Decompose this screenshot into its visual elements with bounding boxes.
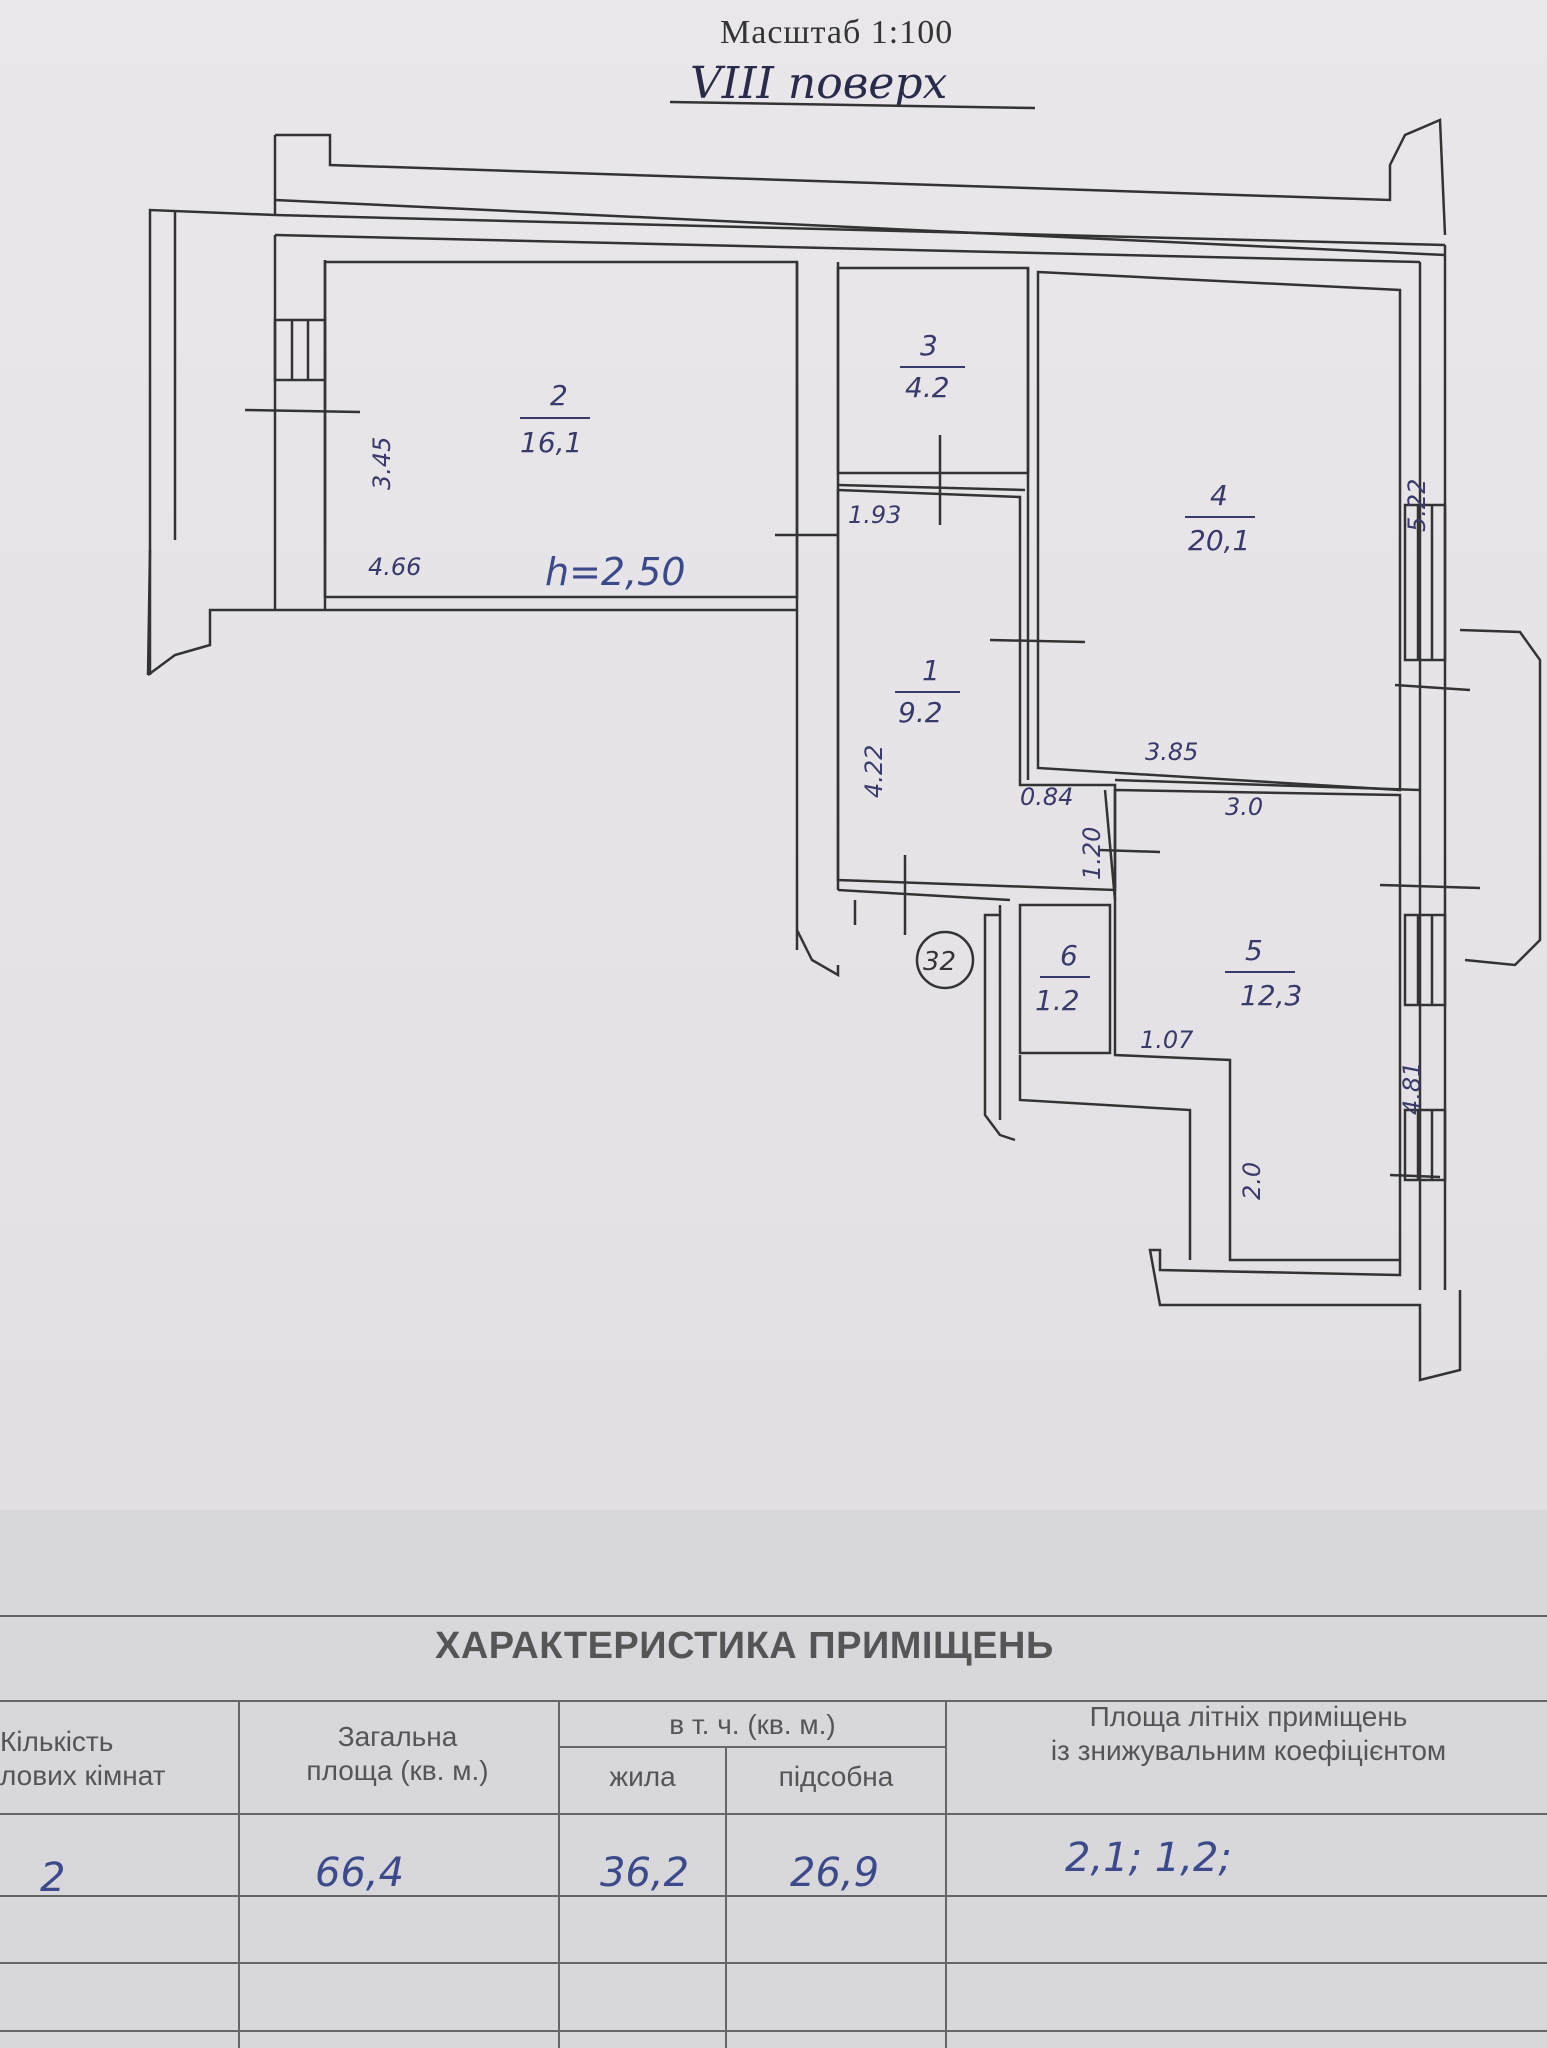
room-2-area: 16,1	[520, 426, 582, 459]
dim-1-93: 1.93	[848, 501, 901, 529]
room-3: 3 4.2	[900, 329, 965, 404]
room-6: 6 1.2	[1035, 939, 1090, 1017]
table-title: ХАРАКТЕРИСТИКА ПРИМІЩЕНЬ	[435, 1625, 1054, 1667]
dim-0-84: 0.84	[1020, 783, 1073, 811]
value-total-area: 66,4	[315, 1850, 405, 1896]
dim-1-20: 1.20	[1078, 827, 1106, 880]
room-6-number: 6	[1060, 939, 1078, 972]
apartment-number-circle	[915, 930, 975, 990]
dim-1-07: 1.07	[1140, 1026, 1194, 1054]
characteristics-table	[0, 1510, 1547, 2048]
room-3-number: 3	[920, 329, 938, 362]
room-3-area: 4.2	[905, 371, 950, 404]
dim-4-22: 4.22	[860, 745, 888, 798]
header-incl: в т. ч. (кв. м.)	[669, 1709, 836, 1740]
apartment-number: 32	[923, 947, 956, 977]
header-total-area: Загальна площа (кв. м.)	[306, 1721, 489, 1786]
room-1: 1 9.2	[895, 654, 960, 729]
value-rooms: 2	[40, 1855, 66, 1901]
value-living-area: 36,2	[600, 1850, 690, 1896]
room-6-area: 1.2	[1035, 984, 1080, 1017]
room-2-number: 2	[550, 379, 568, 412]
room-4: 4 20,1	[1185, 479, 1255, 557]
room-4-area: 20,1	[1188, 524, 1250, 557]
room-5: 5 12,3	[1225, 934, 1302, 1012]
dim-4-81: 4.81	[1398, 1062, 1426, 1115]
header-summer-area: Площа літніх приміщень із знижувальним к…	[1050, 1701, 1447, 1766]
dim-3-85: 3.85	[1145, 738, 1198, 766]
floor-plan-drawing: 32 2 16,1 3 4.2 4 20,1 1 9.2 5 12,3 6	[146, 100, 1542, 1382]
room-4-number: 4	[1210, 479, 1228, 512]
scale-label: Масштаб 1:100	[720, 14, 954, 51]
header-rooms: Кількість лових кімнат	[0, 1726, 166, 1791]
dim-3-0: 3.0	[1225, 793, 1263, 821]
room-1-area: 9.2	[898, 696, 943, 729]
room-2: 2 16,1	[520, 379, 590, 459]
room-5-area: 12,3	[1240, 979, 1302, 1012]
dim-3-45: 3.45	[368, 437, 396, 490]
ceiling-height: h=2,50	[545, 550, 686, 594]
dim-5-22: 5.22	[1403, 479, 1431, 532]
room-1-number: 1	[922, 654, 940, 687]
dim-2-0: 2.0	[1238, 1162, 1266, 1200]
header-living: жила	[609, 1761, 676, 1792]
dim-4-66: 4.66	[368, 553, 421, 581]
value-auxiliary-area: 26,9	[790, 1850, 880, 1896]
room-5-number: 5	[1245, 934, 1263, 967]
value-summer-area: 2,1; 1,2;	[1065, 1835, 1232, 1881]
header-auxiliary: підсобна	[778, 1761, 894, 1792]
floor-label: VIII поверх	[690, 58, 948, 109]
